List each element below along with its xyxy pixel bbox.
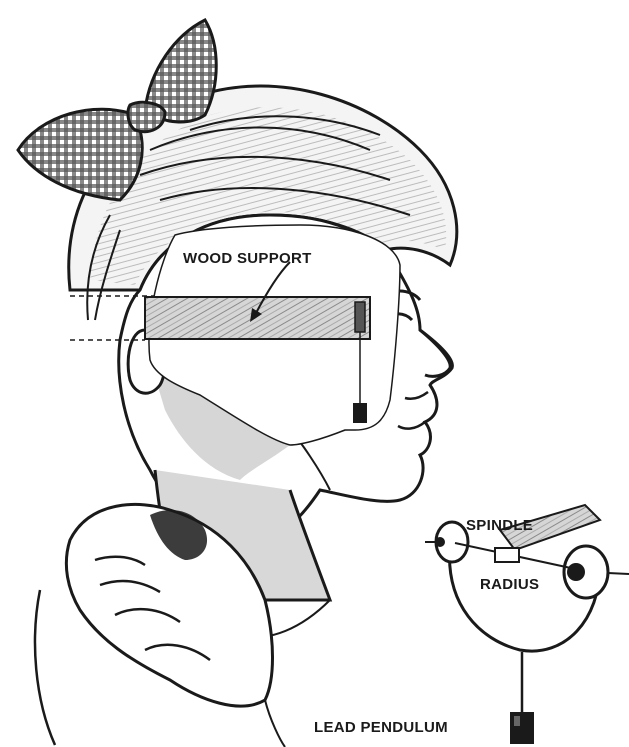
right-pivot	[567, 563, 585, 581]
inner-spindle-block	[355, 302, 365, 332]
label-radius: RADIUS	[480, 576, 539, 593]
label-lead-pendulum: LEAD PENDULUM	[314, 719, 448, 736]
left-pivot	[435, 537, 445, 547]
label-wood-support: WOOD SUPPORT	[183, 250, 312, 267]
inner-pendulum-weight	[353, 403, 367, 423]
bow-left-loop	[18, 109, 142, 200]
wood-bar	[145, 297, 370, 339]
inset-mechanism	[425, 505, 629, 744]
bow-knot	[128, 102, 165, 131]
lead-pendulum-weight	[510, 712, 534, 744]
radius-block	[495, 548, 519, 562]
label-spindle: SPINDLE	[466, 517, 533, 534]
